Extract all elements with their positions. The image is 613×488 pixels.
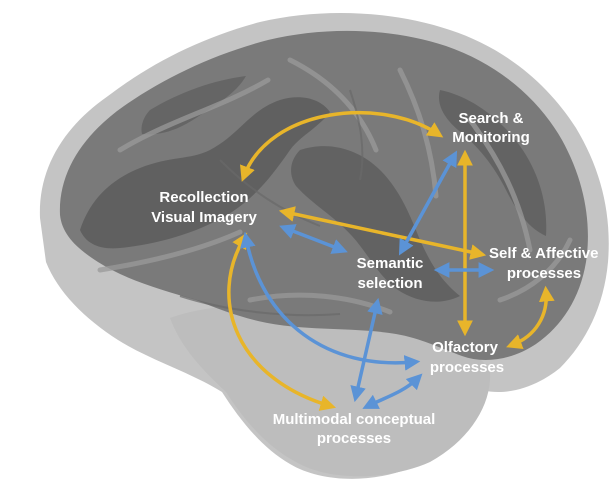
node-search-line1: Search & — [458, 110, 523, 127]
node-olfactory-line1: Olfactory — [432, 339, 499, 356]
node-self-line1: Self & Affective — [489, 245, 598, 262]
node-recollection-line2: Visual Imagery — [151, 209, 257, 226]
node-multimodal-line2: processes — [317, 430, 391, 447]
arrow-recollection-multimodal — [227, 232, 337, 411]
arrow-self-olfactory — [506, 285, 555, 350]
node-self-line2: processes — [507, 265, 581, 282]
node-semantic-line2: selection — [357, 275, 422, 292]
arrow-recollection-olfactory — [240, 231, 421, 371]
arrow-recollection-search — [240, 110, 444, 182]
node-olfactory-line2: processes — [430, 359, 504, 376]
arrow-multimodal-olfactory — [362, 373, 423, 409]
node-multimodal-line1: Multimodal conceptual — [273, 411, 436, 428]
brain-ridge-4 — [467, 117, 533, 253]
brain-fold-3 — [438, 90, 547, 236]
brain-fold-4 — [141, 76, 246, 135]
node-recollection-line1: Recollection — [159, 189, 248, 206]
brain-ridge-5 — [97, 229, 243, 273]
node-search-line2: Monitoring — [452, 129, 529, 146]
node-semantic-line1: Semantic — [357, 255, 424, 272]
brain-ridge-1 — [117, 77, 271, 153]
